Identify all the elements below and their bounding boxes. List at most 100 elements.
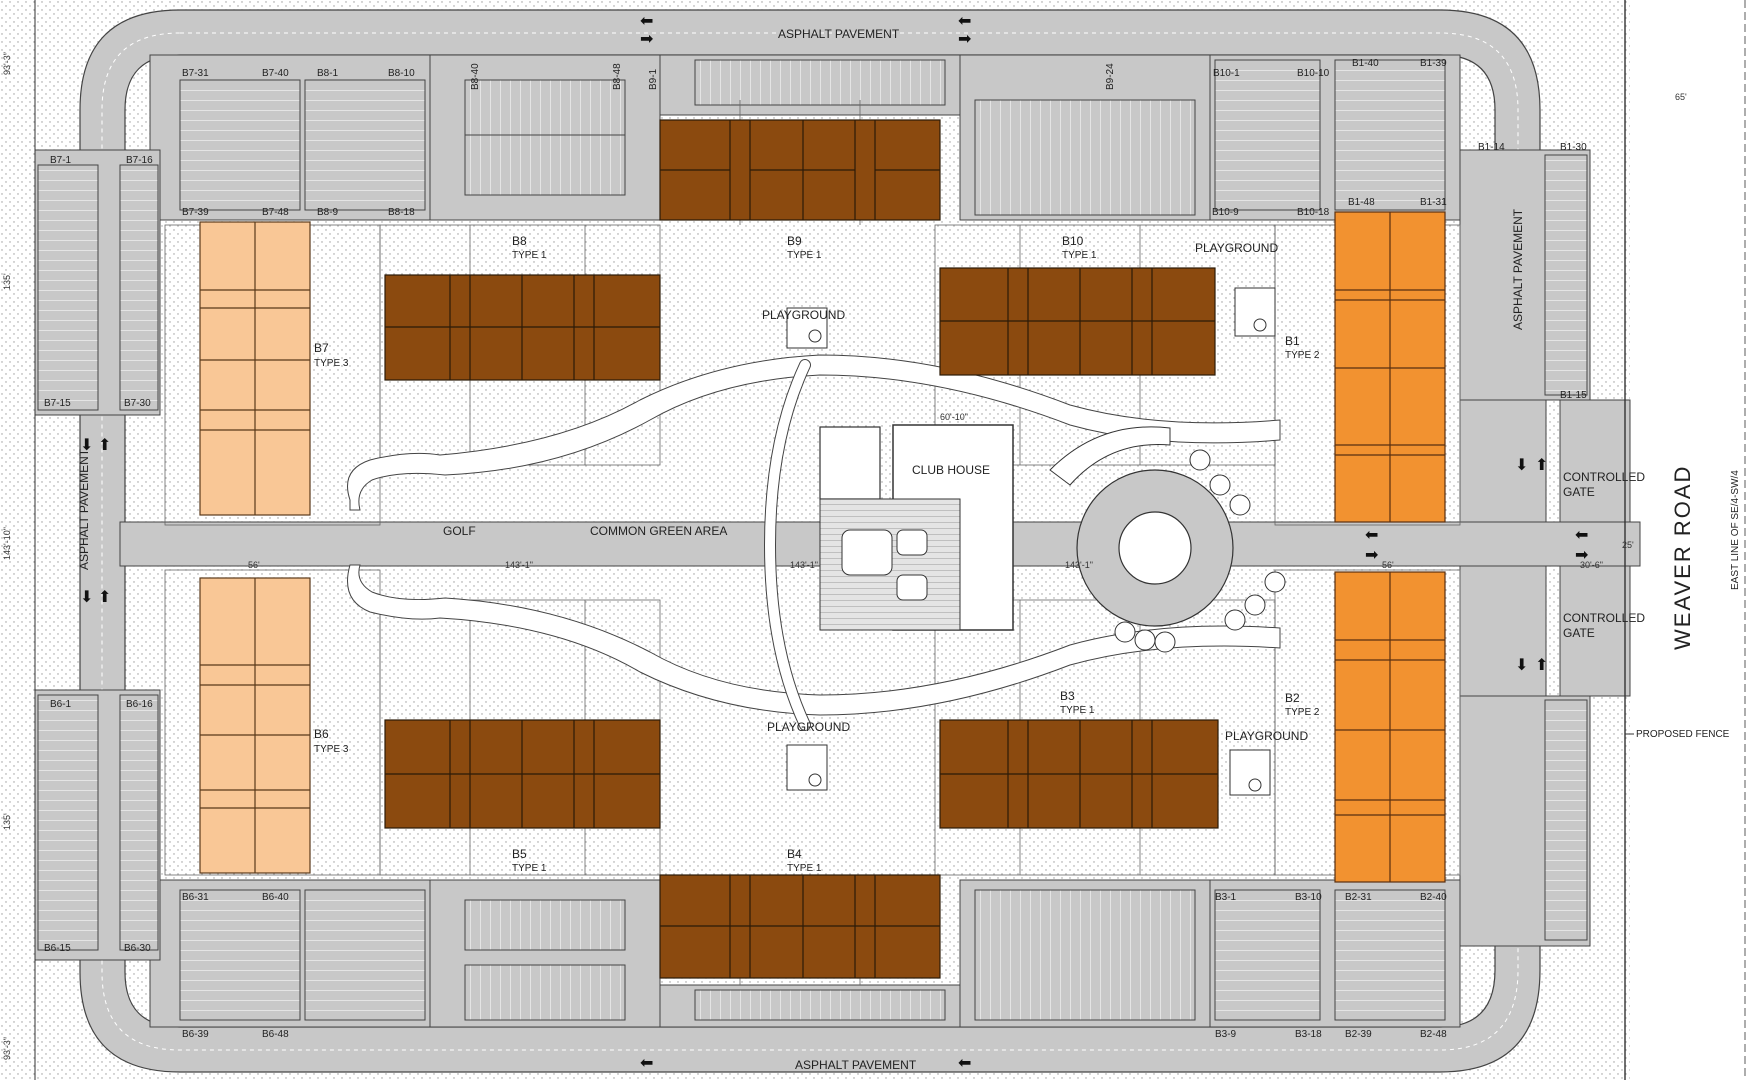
- ring-road-centerline: [101, 32, 1519, 1051]
- stall-label: B1-14: [1478, 142, 1505, 153]
- stall-label: B1-30: [1560, 142, 1587, 153]
- dimension-label: 143'-1": [790, 560, 818, 570]
- b3-type: TYPE 1: [1060, 705, 1095, 716]
- dimension-label: 135': [2, 813, 12, 830]
- traffic-arrows: ⬅➡ ⬅➡ ⬅⬅ ⬇⬆ ⬇⬆ ⬇⬆ ⬇⬆ ⬅➡ ⬅➡: [80, 11, 1588, 1072]
- stall-label: B1-31: [1420, 197, 1447, 208]
- b1-label: B1: [1285, 334, 1300, 348]
- stall-label: B3-9: [1215, 1029, 1237, 1040]
- trees: [1114, 449, 1286, 653]
- stall-label: B8-9: [317, 207, 339, 218]
- svg-text:⬆: ⬆: [98, 587, 111, 606]
- svg-text:⬆: ⬆: [1535, 455, 1548, 474]
- stall-label: B8-1: [317, 68, 339, 79]
- entrance-lane-south: [1459, 565, 1631, 697]
- controlled-gate-label-1: CONTROLLED: [1563, 470, 1645, 484]
- road-corridor: [1630, 0, 1760, 1080]
- buildings-type3: [199, 221, 311, 874]
- b6-type: TYPE 3: [314, 744, 349, 755]
- playground-label-b3: PLAYGROUND: [1225, 729, 1308, 743]
- stall-label: B1-48: [1348, 197, 1375, 208]
- stall-label: B7-31: [182, 68, 209, 79]
- b2-label: B2: [1285, 691, 1300, 705]
- roundabout-island: [1118, 511, 1192, 585]
- playground-equipment: [786, 287, 1276, 796]
- pool: [841, 529, 893, 576]
- common-green-walkway: [347, 354, 1281, 511]
- stall-label: B10-18: [1297, 207, 1330, 218]
- b4-label: B4: [787, 847, 802, 861]
- dimension-label: 65': [1675, 92, 1687, 102]
- entrance-lane-north: [1459, 399, 1631, 523]
- dimension-label: 143'-10": [2, 527, 12, 560]
- stall-label: B6-39: [182, 1029, 209, 1040]
- stall-label: B7-1: [50, 155, 72, 166]
- b10-type: TYPE 1: [1062, 250, 1097, 261]
- stall-label: B3-18: [1295, 1029, 1322, 1040]
- b2-type: TYPE 2: [1285, 707, 1320, 718]
- stall-label: B8-10: [388, 68, 415, 79]
- dimension-label: 143'-1": [1065, 560, 1093, 570]
- golf-label: GOLF: [443, 524, 476, 538]
- stall-label: B6-15: [44, 943, 71, 954]
- svg-text:➡: ➡: [958, 29, 971, 48]
- svg-text:⬇: ⬇: [1515, 655, 1528, 674]
- svg-text:⬇: ⬇: [80, 435, 93, 454]
- stall-label: B6-16: [126, 699, 153, 710]
- svg-text:⬇: ⬇: [1515, 455, 1528, 474]
- stall-label: B6-30: [124, 943, 151, 954]
- stall-label: B7-30: [124, 398, 151, 409]
- stall-label: B1-15: [1560, 390, 1587, 401]
- stall-label: B2-39: [1345, 1029, 1372, 1040]
- b8-label: B8: [512, 234, 527, 248]
- b1-type: TYPE 2: [1285, 350, 1320, 361]
- svg-text:⬆: ⬆: [1535, 655, 1548, 674]
- east-line-label: EAST LINE OF SE/4-SW/4: [1730, 470, 1741, 590]
- stall-label: B9-1: [648, 68, 659, 90]
- b7-label: B7: [314, 341, 329, 355]
- b7-type: TYPE 3: [314, 358, 349, 369]
- amphitheater-seating: [1049, 426, 1171, 486]
- buildings-type2: [1334, 211, 1446, 883]
- playground-label-b10: PLAYGROUND: [1195, 241, 1278, 255]
- spa-1: [896, 529, 928, 556]
- dimension-label: 93'-3": [2, 1037, 12, 1060]
- svg-text:⬆: ⬆: [98, 435, 111, 454]
- stall-label: B8-18: [388, 207, 415, 218]
- buildings-type1: [384, 119, 1219, 979]
- dimension-label: 93'-3": [2, 52, 12, 75]
- stall-label: B3-10: [1295, 892, 1322, 903]
- dimension-label: 60'-10": [940, 412, 968, 422]
- asphalt-label-left: ASPHALT PAVEMENT: [77, 448, 91, 570]
- stall-label: B7-40: [262, 68, 289, 79]
- controlled-gate-label-2: CONTROLLED: [1563, 611, 1645, 625]
- weaver-road-label: WEAVER ROAD: [1670, 465, 1695, 650]
- spa-2: [896, 574, 928, 601]
- b5-label: B5: [512, 847, 527, 861]
- controlled-gate-label-2b: GATE: [1563, 626, 1595, 640]
- svg-text:➡: ➡: [1575, 545, 1588, 564]
- svg-text:⬅: ⬅: [1365, 525, 1378, 544]
- svg-text:➡: ➡: [640, 29, 653, 48]
- gate-island-south: [1545, 565, 1561, 697]
- stall-label: B9-24: [1105, 63, 1116, 90]
- b9-type: TYPE 1: [787, 250, 822, 261]
- svg-text:⬅: ⬅: [640, 11, 653, 30]
- dimension-label: 25': [1622, 540, 1634, 550]
- dimension-label: 56': [248, 560, 260, 570]
- b8-type: TYPE 1: [512, 250, 547, 261]
- controlled-gate-label-1b: GATE: [1563, 485, 1595, 499]
- stall-label: B3-1: [1215, 892, 1237, 903]
- stall-label: B1-39: [1420, 58, 1447, 69]
- stall-label: B7-16: [126, 155, 153, 166]
- dimension-label: 30'-6": [1580, 560, 1603, 570]
- common-green-label: COMMON GREEN AREA: [590, 524, 727, 538]
- svg-text:➡: ➡: [1365, 545, 1378, 564]
- stall-label: B6-31: [182, 892, 209, 903]
- b4-type: TYPE 1: [787, 863, 822, 874]
- svg-text:⬇: ⬇: [80, 587, 93, 606]
- b9-label: B9: [787, 234, 802, 248]
- stall-label: B10-10: [1297, 68, 1330, 79]
- playground-label-b4: PLAYGROUND: [767, 720, 850, 734]
